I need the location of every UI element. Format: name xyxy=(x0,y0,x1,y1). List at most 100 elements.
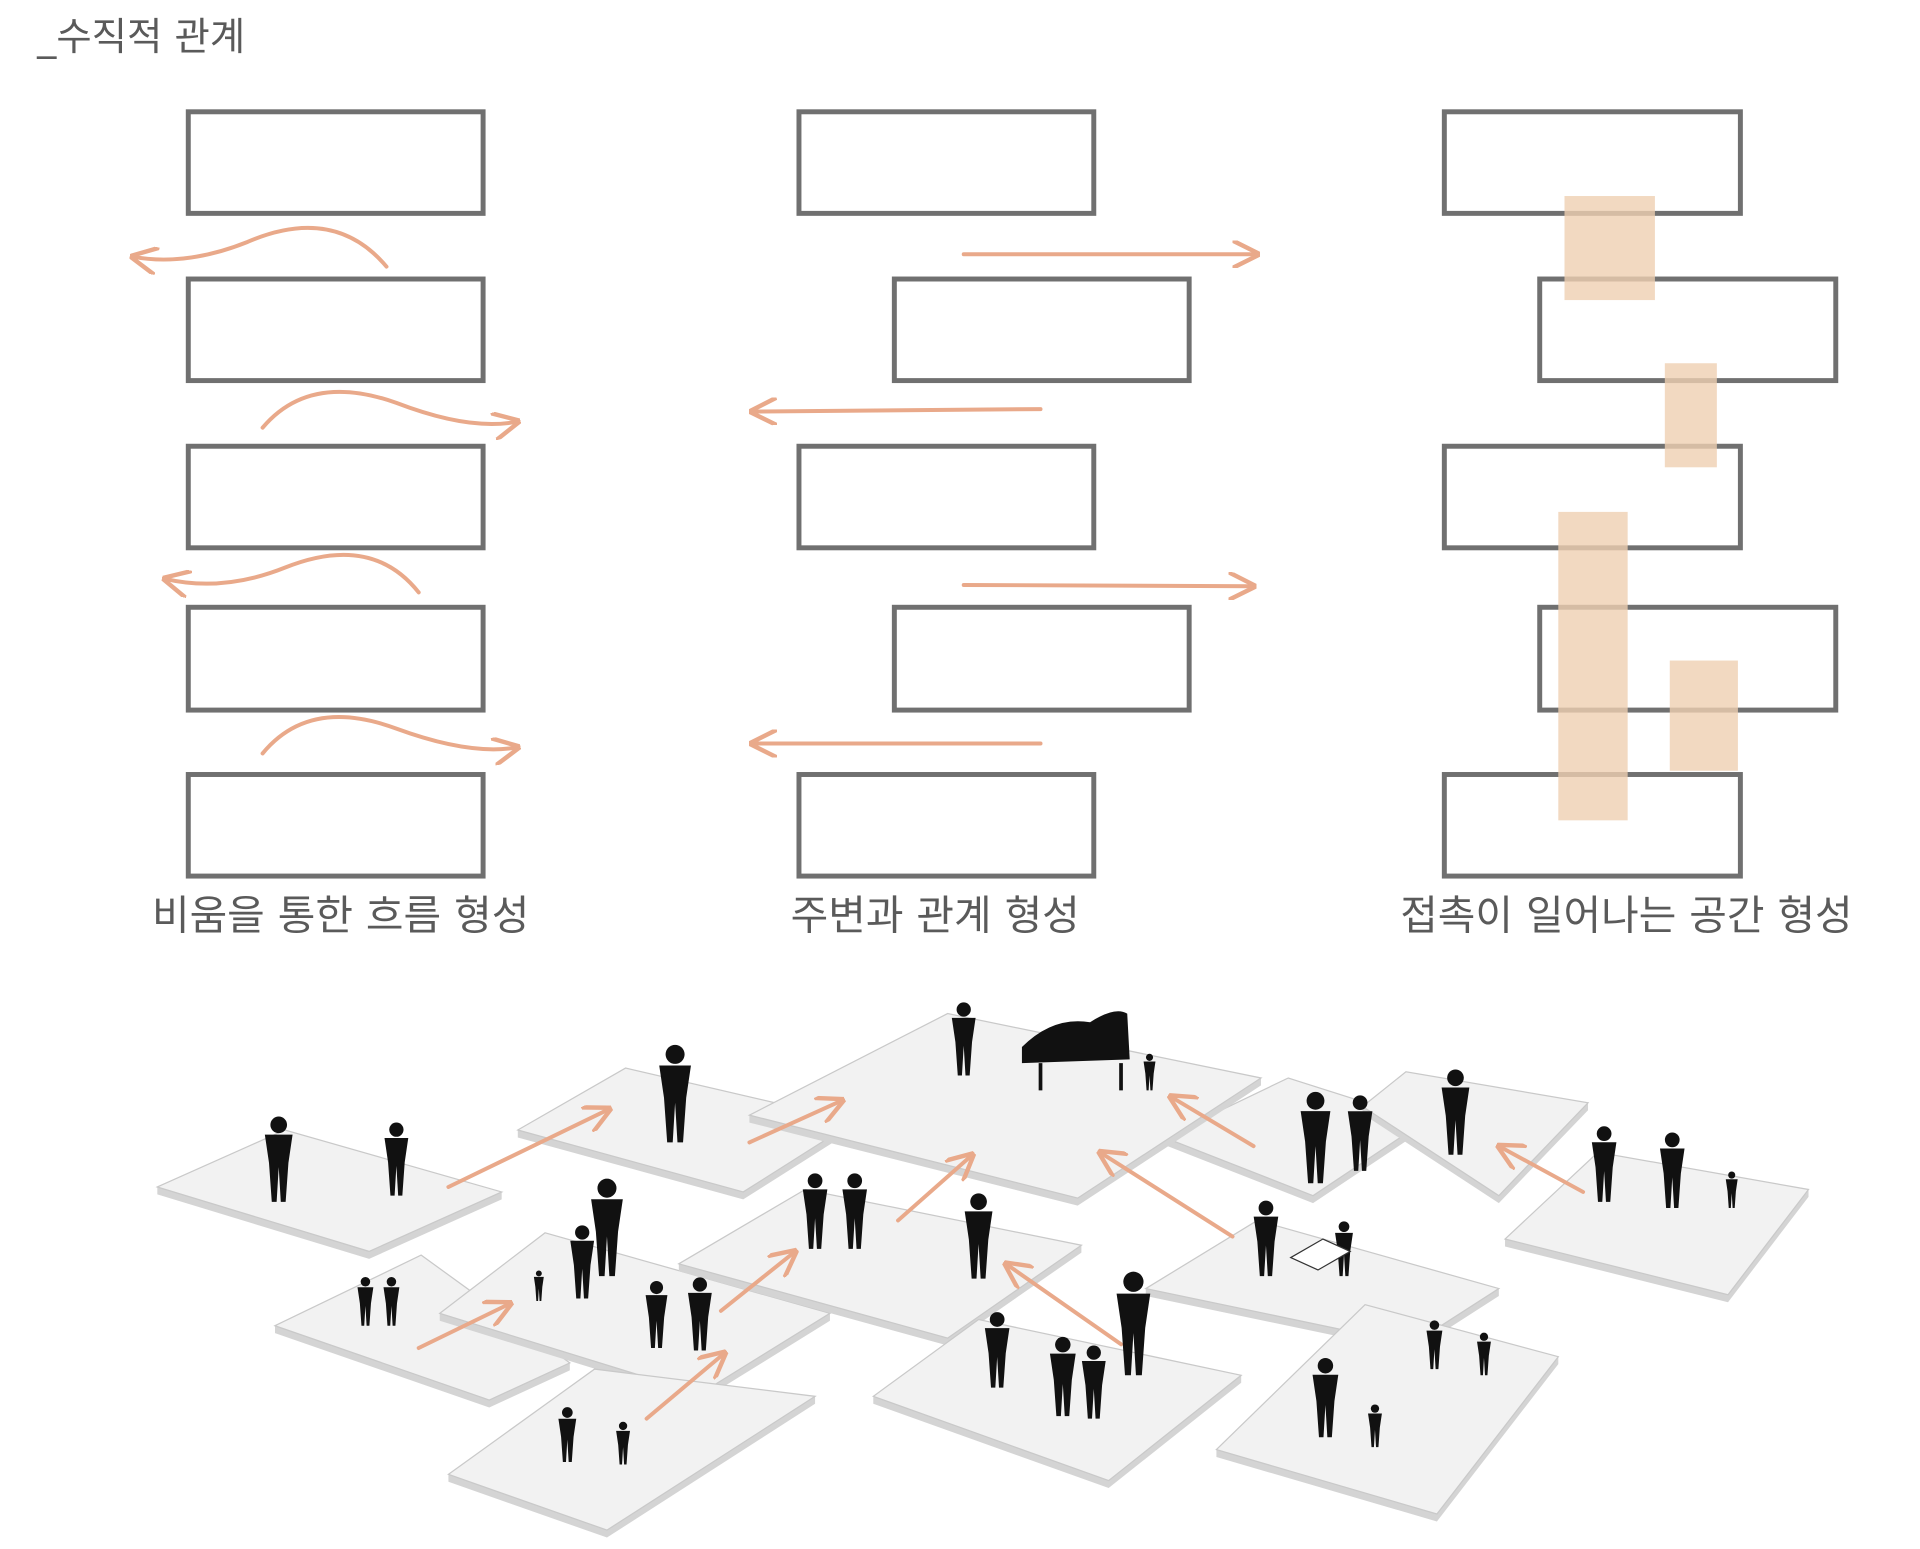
person-silhouette-icon xyxy=(951,1017,976,1076)
person-head-icon xyxy=(1306,1091,1325,1110)
overlap-block xyxy=(1558,511,1628,821)
person-head-icon xyxy=(956,1002,971,1017)
person-silhouette-icon xyxy=(1312,1374,1339,1438)
flow-arrow-right xyxy=(260,715,518,753)
movement-arrow xyxy=(1100,1152,1235,1239)
person-silhouette-icon xyxy=(570,1240,595,1299)
movement-arrow xyxy=(416,1303,511,1351)
diagram-flow-through-void: 비움을 통한 흐름 형성 xyxy=(133,109,529,939)
person-head-icon xyxy=(1258,1200,1274,1216)
person-silhouette-icon xyxy=(1049,1353,1076,1417)
person-silhouette-icon xyxy=(645,1295,668,1349)
person-silhouette-icon xyxy=(1591,1142,1617,1202)
person-head-icon xyxy=(389,1122,404,1137)
person-silhouette-icon xyxy=(1477,1341,1491,1376)
floor-box xyxy=(185,109,486,216)
person-silhouette-icon xyxy=(1143,1061,1156,1091)
movement-arrow xyxy=(747,1100,842,1145)
person-head-icon xyxy=(1338,1221,1350,1233)
person-silhouette-icon xyxy=(1426,1330,1443,1370)
overlap-block xyxy=(1564,196,1655,301)
table-icon xyxy=(1289,1238,1352,1271)
person-head-icon xyxy=(1055,1336,1071,1353)
caption: 비움을 통한 흐름 형성 xyxy=(152,891,529,939)
person-silhouette-icon xyxy=(1253,1216,1279,1277)
platform-edge xyxy=(1164,1121,1425,1204)
person-silhouette-icon xyxy=(383,1287,400,1326)
person-head-icon xyxy=(665,1044,685,1064)
person-head-icon xyxy=(847,1173,863,1189)
flow-arrow-right xyxy=(260,389,518,428)
platform xyxy=(1215,1303,1560,1515)
person-silhouette-icon xyxy=(1441,1087,1470,1155)
person-head-icon xyxy=(970,1193,987,1210)
platform-edge xyxy=(439,1313,830,1402)
person-head-icon xyxy=(1429,1320,1440,1330)
person-head-icon xyxy=(989,1312,1005,1327)
flow-arrow-left xyxy=(752,409,1043,411)
platform xyxy=(1144,1219,1501,1345)
person-silhouette-icon xyxy=(533,1276,544,1301)
floor-box xyxy=(185,772,486,879)
person-head-icon xyxy=(649,1280,664,1295)
caption: 접촉이 일어나는 공간 형성 xyxy=(1400,891,1852,939)
person-silhouette-icon xyxy=(1081,1360,1106,1419)
movement-arrow xyxy=(644,1353,725,1421)
floor-box xyxy=(796,443,1097,551)
person-head-icon xyxy=(1479,1332,1489,1341)
person-head-icon xyxy=(386,1276,397,1287)
person-silhouette-icon xyxy=(1368,1413,1382,1448)
person-head-icon xyxy=(561,1407,573,1418)
platform xyxy=(273,1254,572,1401)
floor-box xyxy=(185,604,486,713)
platform-edge xyxy=(1505,1189,1809,1303)
person-silhouette-icon xyxy=(1725,1179,1738,1209)
floor-box xyxy=(796,772,1097,879)
platform-edge xyxy=(873,1375,1242,1488)
platform xyxy=(447,1368,817,1531)
floor-box xyxy=(185,443,486,551)
person-silhouette-icon xyxy=(384,1137,409,1196)
person-silhouette-icon xyxy=(659,1065,691,1143)
person-silhouette-icon xyxy=(591,1199,623,1277)
isometric-platform-scene xyxy=(155,1002,1810,1538)
person-head-icon xyxy=(1352,1095,1368,1111)
movement-arrow xyxy=(1171,1097,1256,1149)
person-silhouette-icon xyxy=(616,1430,631,1465)
person-head-icon xyxy=(807,1173,823,1189)
person-head-icon xyxy=(1123,1271,1144,1292)
diagram-contact-space: 접촉이 일어나는 공간 형성 xyxy=(1400,109,1853,939)
platform xyxy=(155,1129,504,1253)
person-head-icon xyxy=(1664,1132,1680,1148)
person-silhouette-icon xyxy=(357,1287,374,1326)
person-head-icon xyxy=(1728,1171,1736,1179)
person-head-icon xyxy=(1317,1357,1334,1374)
floor-box xyxy=(891,604,1192,713)
person-head-icon xyxy=(1596,1126,1612,1142)
flow-arrow-left xyxy=(165,552,421,593)
platform-edge xyxy=(1216,1356,1559,1522)
person-silhouette-icon xyxy=(1347,1111,1373,1171)
person-head-icon xyxy=(1370,1404,1380,1413)
person-head-icon xyxy=(270,1116,288,1134)
movement-arrow xyxy=(1006,1264,1124,1347)
person-head-icon xyxy=(1447,1069,1464,1087)
movement-arrow xyxy=(446,1109,609,1189)
floor-box xyxy=(185,276,486,384)
floor-box xyxy=(796,109,1097,216)
person-silhouette-icon xyxy=(964,1211,993,1279)
platform-edge xyxy=(1362,1102,1589,1204)
person-silhouette-icon xyxy=(1659,1148,1685,1209)
overlap-block xyxy=(1664,363,1717,468)
platform xyxy=(1361,1071,1590,1197)
person-head-icon xyxy=(597,1178,617,1198)
person-silhouette-icon xyxy=(842,1189,867,1249)
overlap-block xyxy=(1669,660,1738,771)
person-silhouette-icon xyxy=(802,1189,828,1249)
person-head-icon xyxy=(692,1277,708,1292)
person-silhouette-icon xyxy=(1300,1111,1331,1184)
person-head-icon xyxy=(575,1225,590,1240)
person-silhouette-icon xyxy=(1116,1293,1151,1376)
person-head-icon xyxy=(360,1276,371,1287)
